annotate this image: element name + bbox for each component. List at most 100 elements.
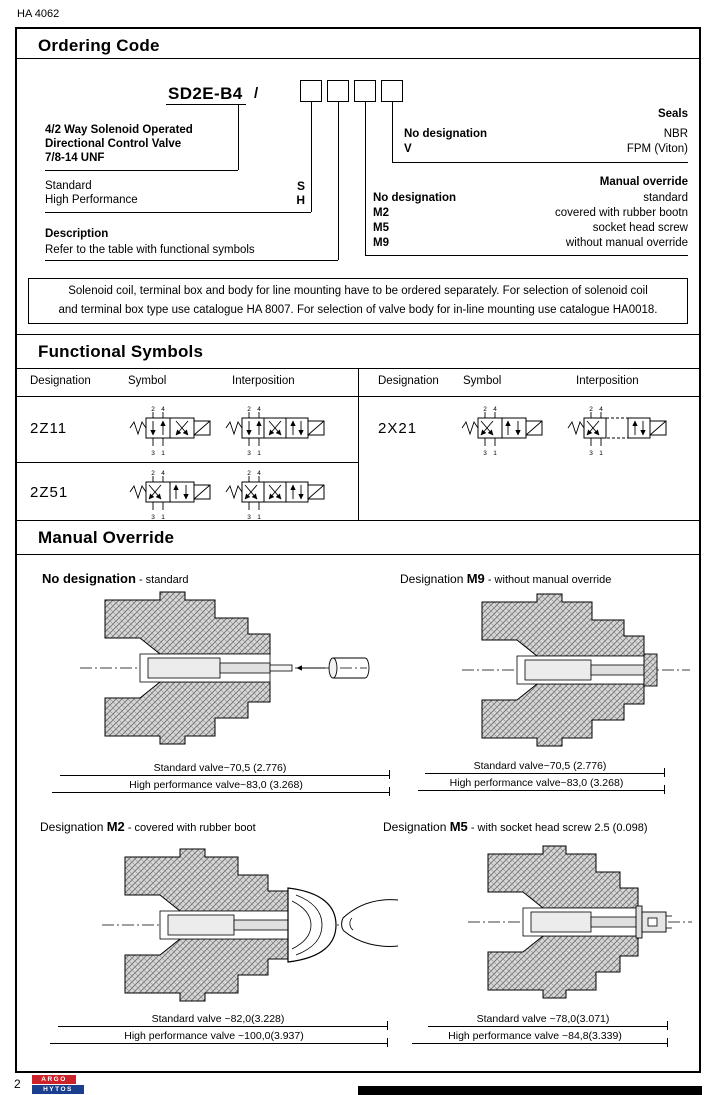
order-code-box-2 bbox=[327, 80, 349, 102]
functional-symbols-title: Functional Symbols bbox=[38, 342, 204, 361]
override-code-m5: M5 bbox=[373, 222, 389, 234]
svg-text:3: 3 bbox=[151, 450, 155, 456]
divider-line bbox=[17, 554, 699, 555]
divider-line bbox=[17, 58, 699, 59]
order-code-box-1 bbox=[300, 80, 322, 102]
svg-text:3: 3 bbox=[247, 514, 251, 520]
order-code-box-3 bbox=[354, 80, 376, 102]
description-label: Description bbox=[45, 228, 109, 240]
cross-section-standard bbox=[80, 591, 370, 745]
valve-symbol-2z11-interposition: 2 4 3 1 bbox=[225, 406, 325, 456]
section-divider bbox=[17, 334, 699, 335]
order-code-box-4 bbox=[381, 80, 403, 102]
override-value-m9: without manual override bbox=[565, 237, 688, 249]
valve-type-line3: 7/8-14 UNF bbox=[45, 152, 105, 164]
svg-text:4: 4 bbox=[599, 406, 603, 413]
designation-2x21: 2X21 bbox=[378, 420, 418, 437]
logo-hytos: HYTOS bbox=[32, 1085, 84, 1094]
dim-standard-valve: Standard valve ~82,0(3.228) bbox=[58, 1013, 388, 1030]
figure-code: M9 bbox=[466, 571, 485, 586]
override-header: Manual override bbox=[599, 176, 688, 188]
svg-text:4: 4 bbox=[257, 406, 261, 413]
dim-standard-valve: Standard valve ~78,0(3.071) bbox=[428, 1013, 668, 1030]
svg-text:4: 4 bbox=[493, 406, 497, 413]
connector-line bbox=[311, 102, 312, 212]
model-underline bbox=[166, 104, 246, 105]
table-center-divider bbox=[358, 368, 359, 520]
col-symbol-left: Symbol bbox=[128, 375, 167, 387]
performance-standard-code: S bbox=[296, 179, 305, 193]
performance-high-label: High Performance bbox=[45, 194, 138, 206]
seal-code-v: V bbox=[404, 143, 412, 155]
figure-code: No designation bbox=[42, 571, 136, 586]
svg-text:2: 2 bbox=[247, 406, 251, 413]
connector-line bbox=[238, 104, 239, 170]
valve-symbol-2x21-interposition: 2 4 3 1 bbox=[567, 406, 667, 456]
figure-prefix: Designation bbox=[40, 820, 107, 834]
dim-high-performance-valve: High performance valve~83,0 (3.268) bbox=[418, 777, 665, 794]
col-designation-left: Designation bbox=[30, 375, 91, 387]
override-code-m9: M9 bbox=[373, 237, 389, 249]
dim-standard-valve: Standard valve~70,5 (2.776) bbox=[425, 760, 665, 777]
figure-prefix: Designation bbox=[400, 572, 467, 586]
figure-title-standard: No designation - standard bbox=[42, 571, 188, 586]
svg-text:4: 4 bbox=[161, 470, 165, 477]
svg-text:1: 1 bbox=[161, 450, 165, 456]
note-line1: Solenoid coil, terminal box and body for… bbox=[68, 285, 648, 297]
underline bbox=[45, 212, 311, 213]
seal-value-fpm: FPM (Viton) bbox=[626, 143, 688, 155]
underline bbox=[45, 170, 238, 171]
svg-text:1: 1 bbox=[257, 514, 261, 520]
page-border bbox=[15, 27, 701, 1073]
model-code: SD2E-B4 bbox=[168, 84, 243, 103]
dim-high-performance-valve: High performance valve ~100,0(3.937) bbox=[50, 1030, 388, 1047]
underline bbox=[45, 260, 338, 261]
dim-high-performance-valve: High performance valve~83,0 (3.268) bbox=[52, 779, 390, 796]
description-text: Refer to the table with functional symbo… bbox=[45, 244, 255, 256]
figure-title-m2: Designation M2 - covered with rubber boo… bbox=[40, 819, 256, 834]
col-designation-right: Designation bbox=[378, 375, 439, 387]
override-value-m5: socket head screw bbox=[592, 222, 688, 234]
dim-high-performance-valve: High performance valve ~84,8(3.339) bbox=[412, 1030, 668, 1047]
svg-text:3: 3 bbox=[151, 514, 155, 520]
connector-line bbox=[392, 102, 393, 162]
valve-type-line2: Directional Control Valve bbox=[45, 138, 182, 150]
svg-text:1: 1 bbox=[161, 514, 165, 520]
cross-section-m9 bbox=[462, 593, 690, 747]
svg-text:2: 2 bbox=[483, 406, 487, 413]
figure-desc: - without manual override bbox=[484, 574, 612, 586]
figure-prefix: Designation bbox=[383, 820, 450, 834]
valve-symbol-2z51-interposition: 2 4 3 1 bbox=[225, 470, 325, 520]
footer-bar bbox=[358, 1086, 702, 1095]
valve-symbol-2z51: 2 4 3 1 bbox=[129, 470, 211, 520]
override-code-m2: M2 bbox=[373, 207, 389, 219]
performance-standard-label: Standard bbox=[45, 180, 92, 192]
seal-code-none: No designation bbox=[404, 128, 488, 140]
connector-line bbox=[365, 102, 366, 255]
figure-desc: - with socket head screw 2.5 (0.098) bbox=[467, 822, 648, 834]
figure-desc: - standard bbox=[135, 574, 189, 586]
svg-text:2: 2 bbox=[151, 470, 155, 477]
figure-title-m9: Designation M9 - without manual override bbox=[400, 571, 611, 586]
note-line2: and terminal box type use catalogue HA 8… bbox=[58, 304, 658, 316]
svg-text:1: 1 bbox=[599, 450, 603, 456]
svg-text:3: 3 bbox=[247, 450, 251, 456]
svg-text:4: 4 bbox=[161, 406, 165, 413]
svg-text:1: 1 bbox=[493, 450, 497, 456]
performance-high-code: H bbox=[296, 193, 305, 207]
underline bbox=[365, 255, 688, 256]
valve-symbol-2x21: 2 4 3 1 bbox=[461, 406, 543, 456]
svg-text:2: 2 bbox=[589, 406, 593, 413]
designation-2z11: 2Z11 bbox=[30, 420, 68, 437]
table-row-divider bbox=[17, 462, 358, 463]
logo-argo: ARGO bbox=[32, 1075, 76, 1084]
col-interposition-right: Interposition bbox=[576, 375, 639, 387]
manual-override-title: Manual Override bbox=[38, 528, 175, 547]
argo-hytos-logo: ARGO HYTOS bbox=[32, 1075, 84, 1094]
override-code-none: No designation bbox=[373, 192, 457, 204]
valve-symbol-2z11: 2 4 3 1 bbox=[129, 406, 211, 456]
svg-text:1: 1 bbox=[257, 450, 261, 456]
svg-text:4: 4 bbox=[257, 470, 261, 477]
underline bbox=[392, 162, 688, 163]
